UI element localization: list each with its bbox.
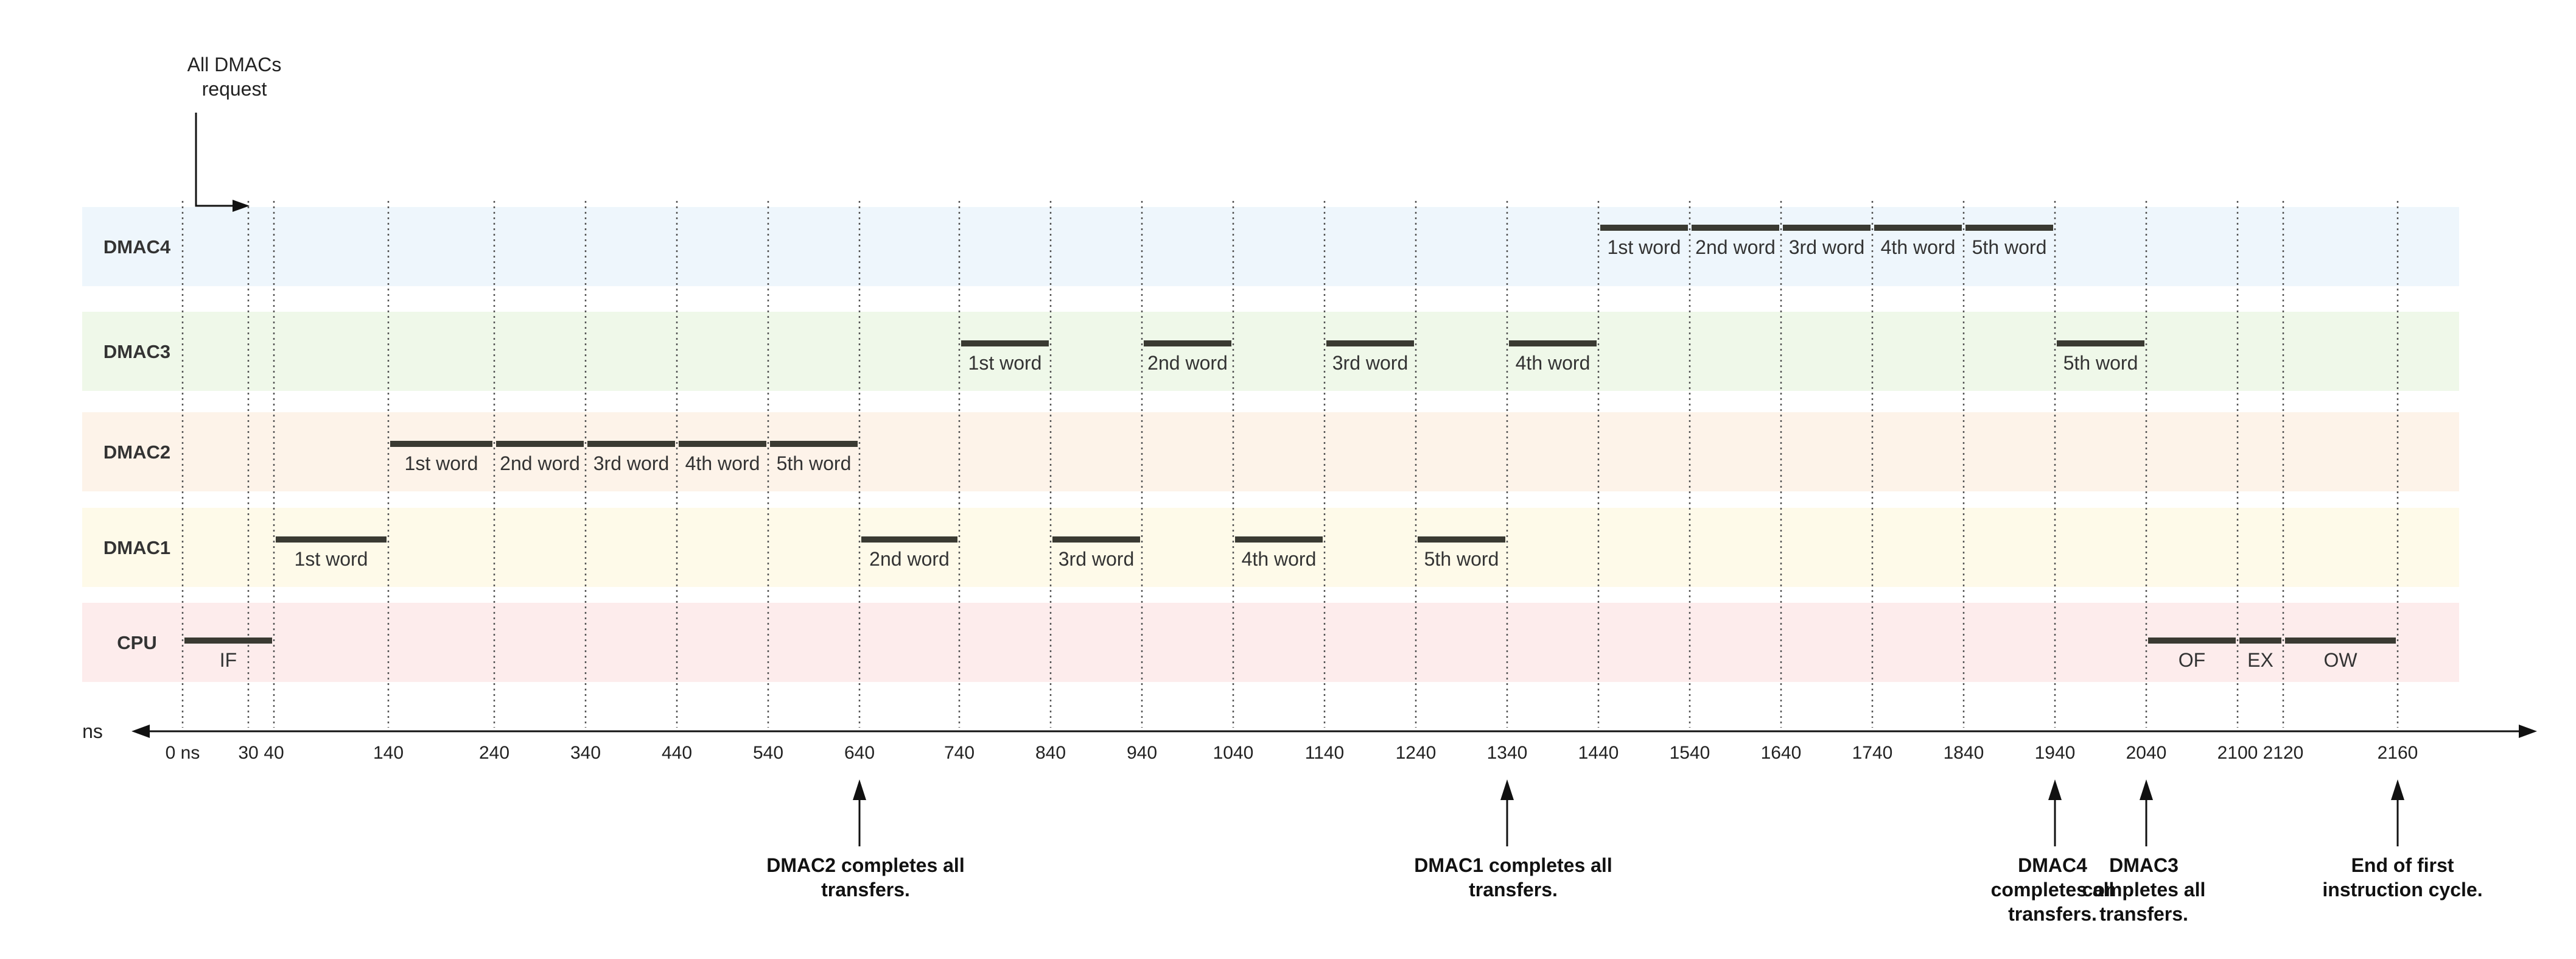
- annotation-text: completes all: [1991, 879, 2115, 901]
- time-gridlines: [181, 201, 2399, 728]
- lane-dmac3: [82, 312, 2459, 391]
- tick-label: 1740: [1852, 743, 1893, 763]
- transfer-bars: 1st word 2nd word 3rd word 4th word 5th word…: [184, 225, 2396, 671]
- transfer-label: 3rd word: [1789, 236, 1865, 258]
- transfer-label: 4th word: [1516, 352, 1591, 374]
- tick-label: 40: [264, 743, 284, 763]
- tick-label: 1140: [1305, 743, 1345, 763]
- transfer-label: 2nd word: [1695, 236, 1776, 258]
- transfer-label: 2nd word: [500, 452, 580, 474]
- tick-label: 1340: [1487, 743, 1528, 763]
- transfer-label: 2nd word: [869, 548, 950, 570]
- tick-label: 840: [1035, 743, 1066, 763]
- tick-label: 640: [844, 743, 875, 763]
- annotation-text: End of first: [2351, 854, 2454, 876]
- tick-label: 1540: [1670, 743, 1710, 763]
- annotation-arrowhead: [1500, 779, 1514, 800]
- annotation-text: transfers.: [2099, 903, 2188, 925]
- transfer-label: IF: [220, 649, 237, 671]
- tick-label: 0 ns: [166, 743, 200, 763]
- lane-dmac1: [82, 508, 2459, 587]
- row-label-cpu: CPU: [117, 632, 156, 653]
- annotation-arrowhead: [853, 779, 866, 800]
- tick-label: 30: [238, 743, 258, 763]
- top-note-arrowhead: [233, 200, 250, 212]
- transfer-label: 3rd word: [1059, 548, 1135, 570]
- transfer-label: 1st word: [295, 548, 368, 570]
- time-axis: ns 0 ns 30 40 140 240 340 440 540 640 740 840 940 104…: [82, 720, 2537, 763]
- tick-label: 1040: [1213, 743, 1254, 763]
- annotation-arrowhead: [2140, 779, 2153, 800]
- row-label-dmac1: DMAC1: [103, 537, 170, 558]
- tick-label: 2040: [2126, 743, 2167, 763]
- annotation-text: DMAC4: [2018, 854, 2087, 876]
- transfer-label: 1st word: [405, 452, 478, 474]
- transfer-label: 3rd word: [1332, 352, 1409, 374]
- annotation-text: DMAC3: [2109, 854, 2179, 876]
- tick-label: 1840: [1944, 743, 1984, 763]
- axis-unit-label: ns: [82, 720, 103, 742]
- transfer-label: 5th word: [777, 452, 852, 474]
- tick-label: 2100: [2217, 743, 2258, 763]
- annotation-text: transfers.: [821, 879, 910, 901]
- top-note-line-2: request: [202, 78, 267, 100]
- tick-label: 1940: [2035, 743, 2076, 763]
- annotation-arrowhead: [2391, 779, 2404, 800]
- transfer-label: 4th word: [685, 452, 760, 474]
- top-note-arrow-line: [195, 113, 239, 207]
- lane-cpu: [82, 603, 2459, 682]
- annotation-text: transfers.: [2008, 903, 2097, 925]
- annotation-text: DMAC1 completes all: [1414, 854, 1612, 876]
- tick-label: 940: [1127, 743, 1157, 763]
- annotation-text: completes all: [2082, 879, 2206, 901]
- transfer-label: 4th word: [1881, 236, 1956, 258]
- tick-label: 1440: [1578, 743, 1619, 763]
- tick-label: 740: [944, 743, 975, 763]
- tick-label: 340: [570, 743, 601, 763]
- transfer-label: EX: [2247, 649, 2273, 671]
- axis-left-arrowhead: [131, 725, 150, 738]
- tick-label: 140: [373, 743, 404, 763]
- transfer-label: 3rd word: [593, 452, 670, 474]
- tick-label: 240: [479, 743, 509, 763]
- lane-dmac4: [82, 207, 2459, 286]
- annotation-text: instruction cycle.: [2322, 879, 2482, 901]
- transfer-label: 1st word: [968, 352, 1042, 374]
- tick-label: 1640: [1761, 743, 1802, 763]
- annotation-text: DMAC2 completes all: [766, 854, 964, 876]
- row-label-dmac4: DMAC4: [103, 236, 171, 258]
- tick-label: 440: [662, 743, 692, 763]
- transfer-label: 5th word: [2063, 352, 2138, 374]
- transfer-label: 4th word: [1242, 548, 1317, 570]
- axis-right-arrowhead: [2519, 725, 2537, 738]
- transfer-label: OW: [2323, 649, 2357, 671]
- annotation-arrowhead: [2048, 779, 2062, 800]
- tick-label: 2120: [2263, 743, 2304, 763]
- lane-dmac2: [82, 412, 2459, 491]
- tick-label: 1240: [1396, 743, 1437, 763]
- transfer-label: 5th word: [1424, 548, 1499, 570]
- transfer-label: OF: [2179, 649, 2205, 671]
- transfer-label: 2nd word: [1147, 352, 1228, 374]
- row-label-dmac2: DMAC2: [103, 441, 170, 463]
- annotation-text: transfers.: [1469, 879, 1558, 901]
- transfer-label: 5th word: [1972, 236, 2047, 258]
- row-label-dmac3: DMAC3: [103, 341, 170, 362]
- top-note-line-1: All DMACs: [187, 54, 282, 76]
- tick-label: 540: [753, 743, 783, 763]
- tick-label: 2160: [2378, 743, 2418, 763]
- transfer-label: 1st word: [1608, 236, 1681, 258]
